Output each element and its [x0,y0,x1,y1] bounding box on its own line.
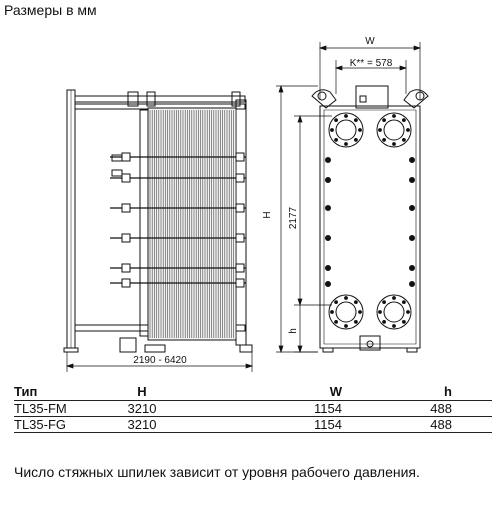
heat-exchanger-drawing: W K** = 578 H 2177 h 2190 - 6420 [63,36,429,372]
specs-table: Тип H W h TL35-FM 3210 1154 488 TL35-FG … [14,384,492,433]
length-label: 2190 - 6420 [133,355,187,366]
cell-h: 3210 [72,400,212,417]
cell-type: TL35-FG [14,416,72,433]
small-h-label: h [288,328,299,334]
header-small-h: h [352,384,492,401]
dimension-labels: W K** = 578 H 2177 h 2190 - 6420 [133,36,392,366]
front-view [311,85,429,353]
header-type: Тип [14,384,72,401]
cell-type: TL35-FM [14,400,72,417]
page-title: Размеры в мм [4,2,97,18]
cell-w: 1154 [212,416,352,433]
cell-h: 3210 [72,416,212,433]
dimension-lines [65,42,422,372]
side-view [63,89,253,353]
cell-small-h: 488 [352,400,492,417]
w-label: W [365,36,375,47]
h2177-label: 2177 [288,206,299,229]
header-w: W [212,384,352,401]
cell-small-h: 488 [352,416,492,433]
cell-w: 1154 [212,400,352,417]
header-h: H [72,384,212,401]
note-text: Число стяжных шпилек зависит от уровня р… [14,464,420,480]
k-label: K** = 578 [350,58,393,69]
table-header-row: Тип H W h [14,384,492,401]
h-label: H [262,211,273,218]
table-row: TL35-FG 3210 1154 488 [14,416,492,433]
table-row: TL35-FM 3210 1154 488 [14,400,492,417]
